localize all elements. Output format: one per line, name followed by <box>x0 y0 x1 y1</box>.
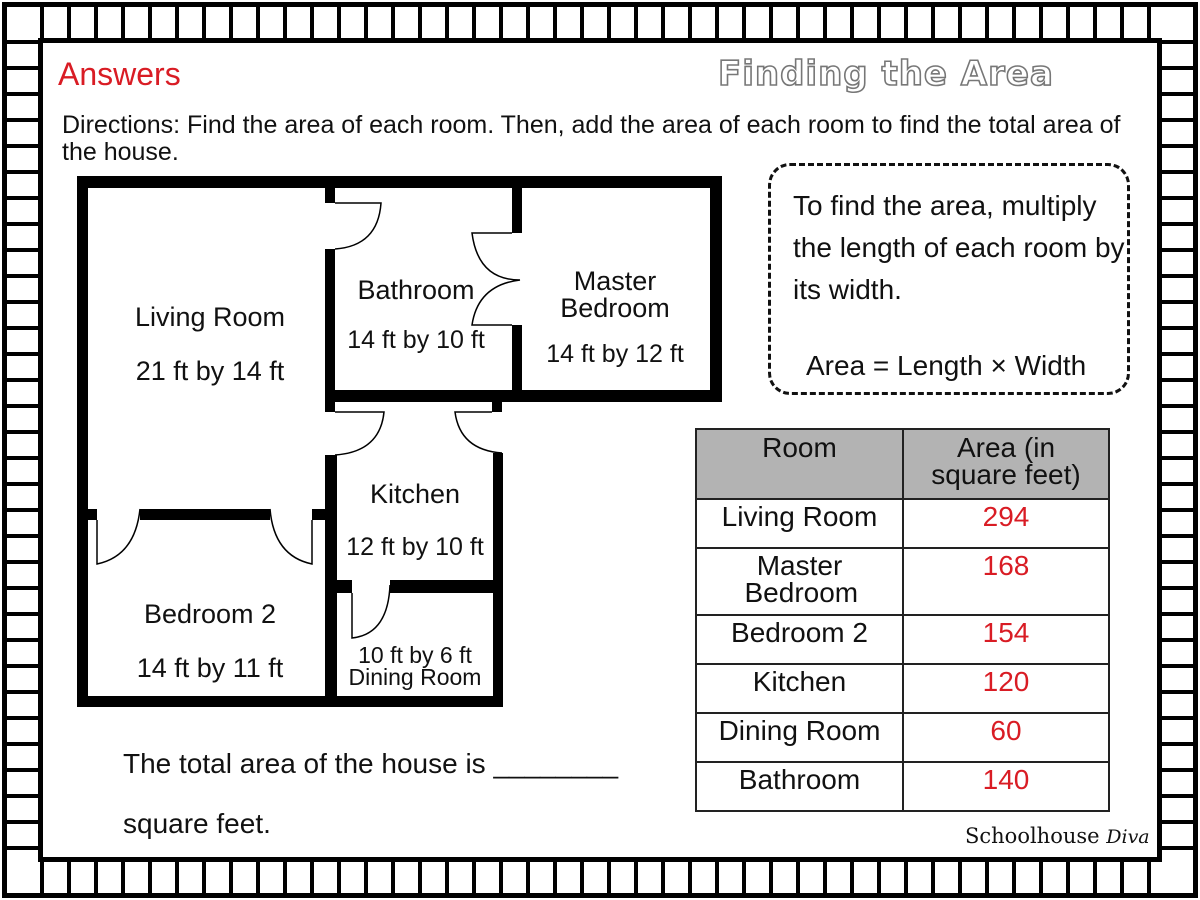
room-cell: Dining Room <box>695 712 904 763</box>
room-name: Dining Room <box>348 664 482 690</box>
room-dims: 10 ft by 6 ft <box>358 642 472 668</box>
room-name: Kitchen <box>369 479 461 509</box>
room-name: Living Room <box>134 302 286 332</box>
living-room-label: Living Room 21 ft by 14 ft <box>120 303 300 385</box>
room-dims: 14 ft by 11 ft <box>136 653 284 683</box>
brand-logo: Schoolhouse Diva <box>965 824 1150 848</box>
room-cell: Bedroom 2 <box>695 614 904 665</box>
room-cell: Master Bedroom <box>744 550 859 608</box>
area-formula: Area = Length × Width <box>806 350 1087 381</box>
room-name: Master Bedroom <box>560 266 670 323</box>
area-cell: 60 <box>902 712 1110 763</box>
table-header-row: Room Area (in square feet) <box>695 428 1110 500</box>
room-dims: 12 ft by 10 ft <box>346 533 484 561</box>
room-dims: 14 ft by 10 ft <box>347 326 485 354</box>
kitchen-label: Kitchen 12 ft by 10 ft <box>337 480 493 561</box>
area-cell: 154 <box>902 614 1110 665</box>
area-cell: 168 <box>902 547 1110 616</box>
bathroom-label: Bathroom 14 ft by 10 ft <box>340 276 492 354</box>
room-name: Bathroom <box>357 275 475 305</box>
info-text: To find the area, multiply the length of… <box>793 190 1125 305</box>
master-bedroom-label: Master Bedroom 14 ft by 12 ft <box>535 266 695 369</box>
room-cell: Living Room <box>695 498 904 549</box>
brand-script: Diva <box>1106 826 1150 848</box>
header-area: Area (in square feet) <box>902 428 1110 500</box>
room-cell: Kitchen <box>695 663 904 714</box>
header-area-text: Area (in square feet) <box>931 432 1081 490</box>
room-cell: Bathroom <box>695 761 904 812</box>
brand-name: Schoolhouse <box>965 824 1100 848</box>
room-name: Bedroom 2 <box>143 599 277 629</box>
bedroom-2-label: Bedroom 2 14 ft by 11 ft <box>110 600 310 682</box>
room-dims: 14 ft by 12 ft <box>546 340 684 368</box>
info-box <box>768 163 1130 395</box>
area-cell: 120 <box>902 663 1110 714</box>
directions-text: Directions: Find the area of each room. … <box>62 111 1121 166</box>
dining-room-label: 10 ft by 6 ft Dining Room <box>337 642 493 690</box>
answers-label: Answers <box>58 56 181 92</box>
header-room: Room <box>695 428 904 500</box>
table-row: Master Bedroom 168 <box>695 547 1110 616</box>
total-area-unit: square feet. <box>123 808 271 839</box>
area-cell: 140 <box>902 761 1110 812</box>
total-area-prompt: The total area of the house is ________ <box>123 748 619 779</box>
page-title: Finding the Area <box>717 53 1054 95</box>
room-dims: 21 ft by 14 ft <box>135 356 285 386</box>
area-cell: 294 <box>902 498 1110 549</box>
